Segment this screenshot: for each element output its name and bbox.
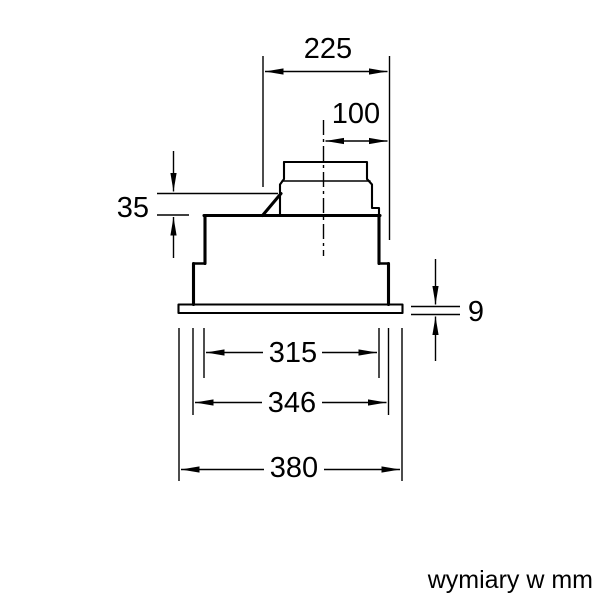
label-backing (262, 388, 322, 416)
dim-label-380: 380 (270, 452, 318, 484)
hood-profile (177, 160, 404, 315)
dim-label-315: 315 (269, 337, 317, 369)
collar-left-side (278, 160, 286, 217)
dim-label-346: 346 (268, 387, 316, 419)
dim-label-9: 9 (468, 296, 484, 328)
dim-flange-thickness: 9 (411, 259, 484, 361)
dim-body-width: 315 (203, 328, 380, 378)
dim-label-100: 100 (332, 98, 380, 130)
collar-right-side (282, 160, 381, 217)
sloped-top-edge (260, 191, 283, 218)
dim-label-35: 35 (117, 192, 149, 224)
duct-collar (278, 160, 381, 217)
dim-flange-width: 380 (178, 328, 403, 484)
label-backing (264, 455, 324, 483)
dim-top-depth: 225 (262, 33, 391, 240)
dim-label-225: 225 (304, 33, 352, 65)
label-backing (263, 338, 322, 366)
units-caption: wymiary w mm (427, 566, 593, 594)
dim-slope-height: 35 (117, 151, 278, 258)
dim-duct-offset: 100 (325, 98, 388, 145)
dim-step-width: 346 (192, 328, 390, 419)
mounting-flange (177, 303, 404, 315)
